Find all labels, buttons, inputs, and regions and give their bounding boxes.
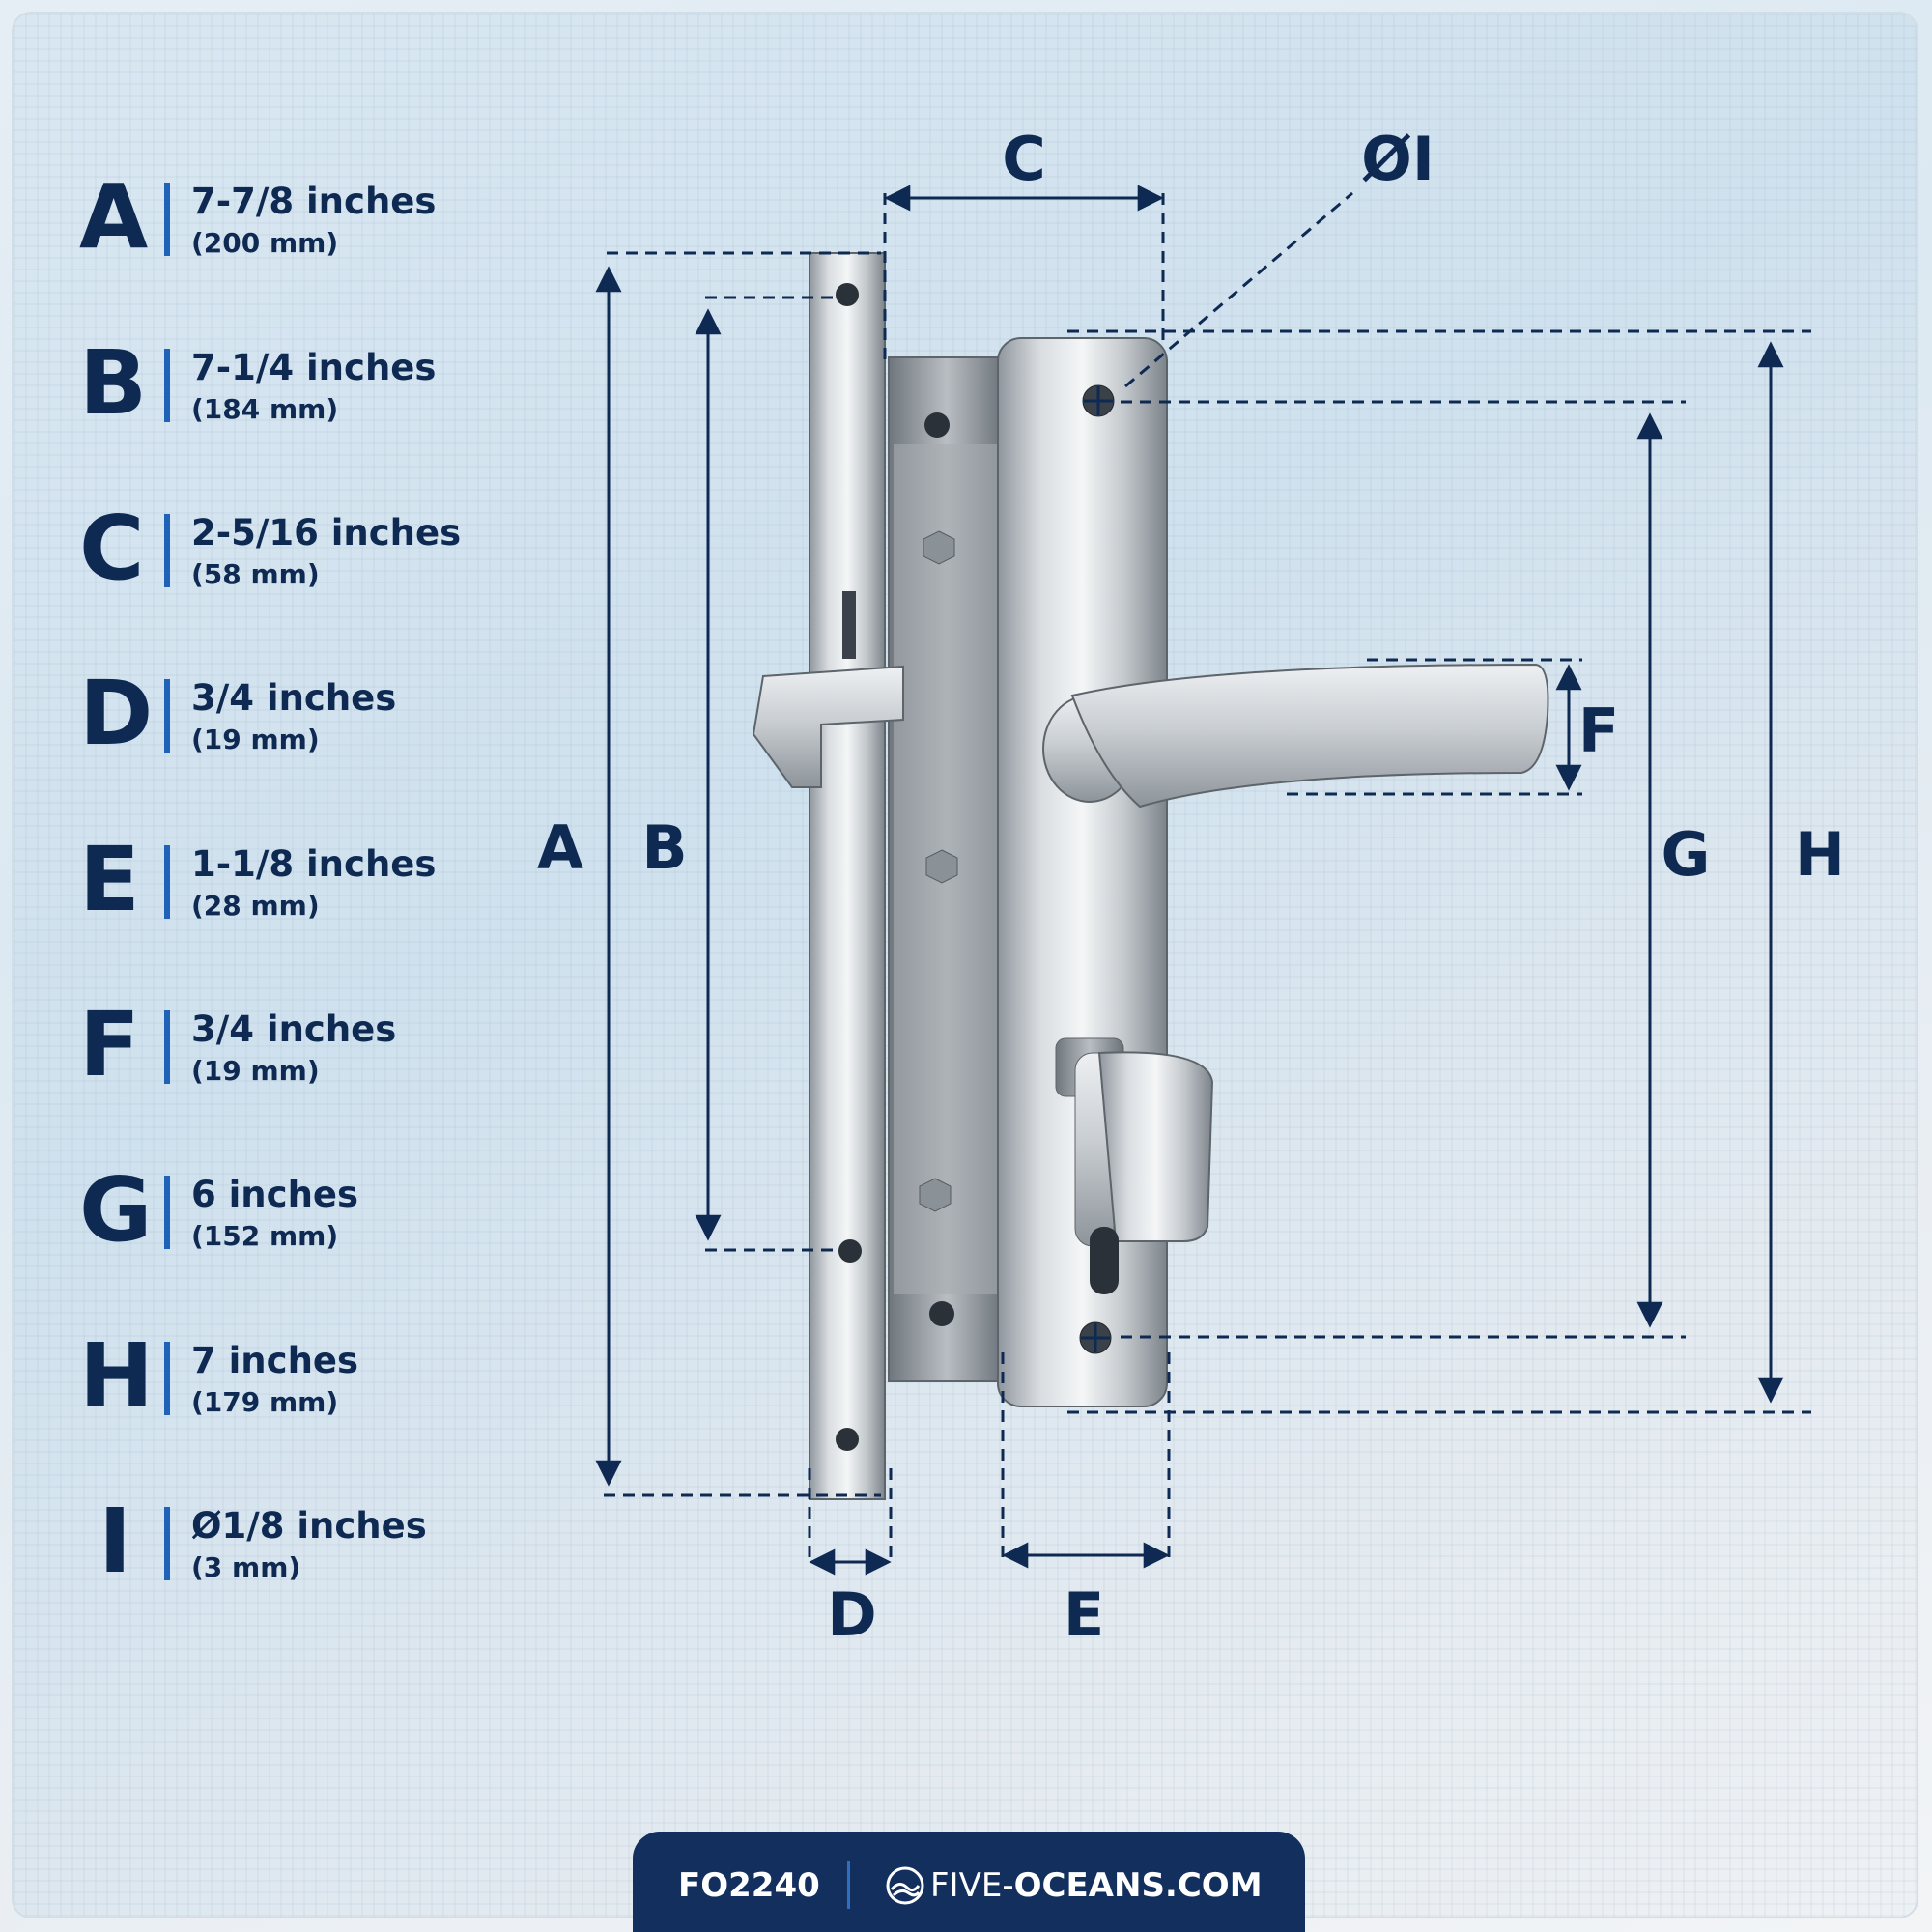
legend-divider: [164, 183, 170, 256]
legend-divider: [164, 1507, 170, 1580]
dim-label-h: H: [1795, 819, 1845, 890]
legend-divider: [164, 1176, 170, 1249]
legend-row-f: F 3/4 inches (19 mm): [79, 997, 504, 1103]
hole-crosshairs: [1081, 386, 1113, 1352]
legend-metric: (200 mm): [191, 227, 339, 259]
legend-imperial: 7-7/8 inches: [191, 181, 437, 222]
legend-imperial: 6 inches: [191, 1174, 359, 1215]
thumb-turn: [1055, 1037, 1214, 1294]
dim-label-i: ØI: [1361, 124, 1435, 194]
legend-metric: (152 mm): [191, 1220, 339, 1252]
legend-metric: (58 mm): [191, 558, 320, 590]
legend-row-h: H 7 inches (179 mm): [79, 1328, 504, 1435]
legend-metric: (19 mm): [191, 1055, 320, 1087]
legend-divider: [164, 845, 170, 919]
legend-imperial: 2-5/16 inches: [191, 512, 462, 554]
legend-row-c: C 2-5/16 inches (58 mm): [79, 500, 504, 607]
website-link[interactable]: FIVE-OCEANS.COM: [930, 1866, 1263, 1905]
legend-row-g: G 6 inches (152 mm): [79, 1162, 504, 1268]
dim-label-d: D: [827, 1579, 877, 1650]
legend-letter: I: [99, 1490, 131, 1593]
legend-divider: [164, 1010, 170, 1084]
legend-letter: A: [79, 165, 148, 269]
dim-label-e: E: [1063, 1579, 1105, 1650]
legend-metric: (179 mm): [191, 1386, 339, 1418]
legend-imperial: Ø1/8 inches: [191, 1505, 427, 1547]
legend-row-e: E 1-1/8 inches (28 mm): [79, 832, 504, 938]
legend-divider: [164, 679, 170, 753]
website-prefix: FIVE-: [930, 1866, 1014, 1905]
legend-letter: G: [79, 1158, 153, 1262]
legend-imperial: 7-1/4 inches: [191, 347, 437, 388]
extension-lines: [604, 191, 1811, 1565]
dim-label-f: F: [1577, 696, 1620, 766]
website-suffix: OCEANS.COM: [1013, 1866, 1263, 1905]
dim-label-c: C: [1002, 124, 1046, 194]
legend-metric: (3 mm): [191, 1551, 301, 1583]
legend-imperial: 3/4 inches: [191, 1009, 397, 1050]
five-oceans-globe-icon: [886, 1866, 924, 1905]
dim-label-b: B: [641, 812, 688, 883]
legend-metric: (28 mm): [191, 890, 320, 922]
legend-divider: [164, 514, 170, 587]
legend-letter: B: [79, 331, 147, 435]
legend-imperial: 3/4 inches: [191, 677, 397, 719]
footer-divider: [847, 1861, 850, 1909]
legend-divider: [164, 1342, 170, 1415]
legend-row-d: D 3/4 inches (19 mm): [79, 666, 504, 772]
legend-letter: C: [79, 497, 145, 600]
lock-case: [888, 356, 1006, 1382]
dim-label-g: G: [1661, 819, 1711, 890]
dim-label-a: A: [537, 812, 583, 883]
legend-letter: H: [79, 1324, 154, 1428]
legend-row-b: B 7-1/4 inches (184 mm): [79, 335, 504, 441]
face-plate: [809, 252, 886, 1500]
legend-row-i: I Ø1/8 inches (3 mm): [79, 1493, 504, 1600]
product-sku: FO2240: [678, 1866, 820, 1905]
legend-row-a: A 7-7/8 inches (200 mm): [79, 169, 504, 275]
legend-imperial: 7 inches: [191, 1340, 359, 1381]
backplate: [997, 337, 1168, 1407]
legend-letter: E: [79, 828, 140, 931]
dimension-arrows: [595, 185, 1784, 1576]
lever-handle: [1042, 663, 1549, 809]
footer-bar: FO2240 FIVE-OCEANS.COM: [633, 1832, 1305, 1932]
legend-divider: [164, 349, 170, 422]
legend-metric: (19 mm): [191, 724, 320, 755]
latch-bolt: [752, 665, 904, 788]
legend-letter: D: [79, 662, 153, 765]
legend-metric: (184 mm): [191, 393, 339, 425]
legend-imperial: 1-1/8 inches: [191, 843, 437, 885]
legend-letter: F: [79, 993, 140, 1096]
